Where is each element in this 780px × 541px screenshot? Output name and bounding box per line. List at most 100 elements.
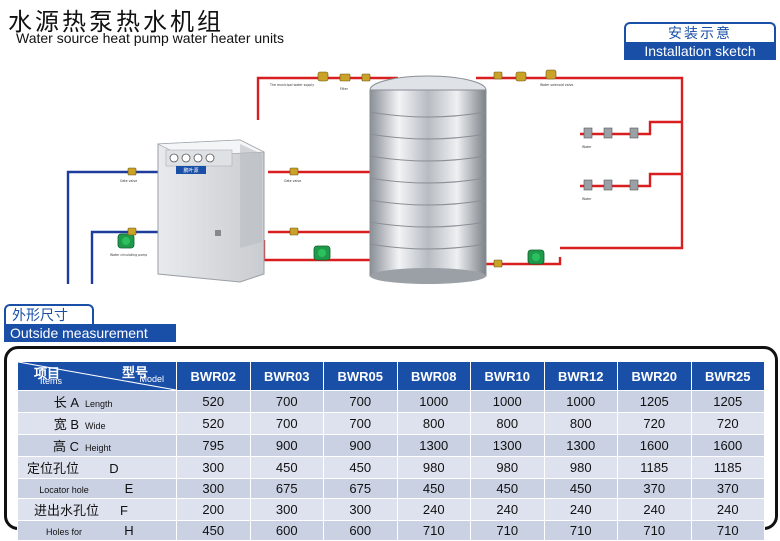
table-header-row: 项目 Items 型号 Model BWR02 BWR03 BWR05 BWR0… bbox=[17, 361, 765, 391]
table-cell: 1000 bbox=[543, 390, 618, 413]
header-model-zh: 型号 bbox=[121, 365, 148, 380]
table-cell: 1205 bbox=[617, 390, 692, 413]
installation-diagram: 鹏叶源 bbox=[66, 69, 684, 284]
table-cell: 710 bbox=[470, 520, 545, 541]
table-cell: 710 bbox=[396, 520, 471, 541]
label-filter-top: Filter bbox=[340, 87, 349, 91]
table-cell: 600 bbox=[323, 520, 398, 541]
header-model-bwr08: BWR08 bbox=[396, 361, 471, 391]
measurement-table: 项目 Items 型号 Model BWR02 BWR03 BWR05 BWR0… bbox=[17, 361, 765, 541]
label-water-upper: Water bbox=[582, 145, 592, 149]
faucets bbox=[583, 127, 639, 191]
unit-brand-label: 鹏叶源 bbox=[183, 167, 198, 174]
diagonal-divider bbox=[18, 362, 176, 390]
page-title-zh: 水源热泵热水机组 bbox=[8, 8, 224, 36]
header-items-zh: 项目 bbox=[34, 366, 61, 381]
table-cell: 800 bbox=[470, 412, 545, 435]
outside-measurement-zh: 外形尺寸 bbox=[4, 304, 94, 324]
header-model-bwr20: BWR20 bbox=[617, 361, 692, 391]
cold-water-pipes bbox=[66, 170, 158, 284]
table-cell: 720 bbox=[690, 412, 765, 435]
row-letter: F bbox=[120, 503, 128, 518]
table-cell: 710 bbox=[617, 520, 692, 541]
table-cell: 450 bbox=[396, 478, 471, 499]
table-cell: 450 bbox=[543, 478, 618, 499]
table-cell: 1600 bbox=[617, 434, 692, 457]
water-pump-left bbox=[117, 233, 135, 249]
table-cell: 675 bbox=[323, 478, 398, 499]
label-gate-valve-left: Gate valve bbox=[120, 179, 137, 183]
outside-measurement-tag: 外形尺寸 Outside measurement bbox=[4, 304, 176, 342]
measurement-table-frame: 项目 Items 型号 Model BWR02 BWR03 BWR05 BWR0… bbox=[4, 346, 778, 541]
label-water-lower: Water bbox=[582, 197, 592, 201]
water-pump-middle bbox=[313, 245, 331, 261]
table-cell: 200 bbox=[176, 498, 251, 521]
label-solenoid: Water solenoid valve bbox=[540, 83, 573, 87]
row-letter: H bbox=[124, 523, 134, 538]
table-cell: 300 bbox=[176, 478, 251, 499]
table-cell: 800 bbox=[396, 412, 471, 435]
table-cell: 1300 bbox=[543, 434, 618, 457]
heat-pump-unit: 鹏叶源 bbox=[156, 139, 266, 283]
header-model-bwr05: BWR05 bbox=[323, 361, 398, 391]
table-cell: 720 bbox=[617, 412, 692, 435]
table-cell: 1300 bbox=[470, 434, 545, 457]
table-cell: 240 bbox=[470, 498, 545, 521]
valves bbox=[127, 69, 557, 268]
row-group-label-zh: 进出水孔位 bbox=[33, 503, 99, 518]
table-cell: 700 bbox=[249, 412, 324, 435]
table-cell: 900 bbox=[249, 434, 324, 457]
table-cell: 900 bbox=[323, 434, 398, 457]
label-municipal-water: The municipal water supply bbox=[269, 83, 314, 87]
row-label-holes-h: Holes for H bbox=[17, 520, 177, 541]
table-cell: 1185 bbox=[617, 456, 692, 479]
table-cell: 700 bbox=[323, 412, 398, 435]
storage-tank bbox=[369, 75, 487, 284]
table-cell: 1185 bbox=[690, 456, 765, 479]
table-cell: 450 bbox=[176, 520, 251, 541]
row-label-en: Length bbox=[85, 399, 113, 409]
installation-sketch-zh: 安装示意 bbox=[624, 22, 776, 42]
table-cell: 980 bbox=[470, 456, 545, 479]
table-cell: 300 bbox=[249, 498, 324, 521]
label-gate-valve-mid: Gate valve bbox=[284, 179, 301, 183]
row-label-en: Wide bbox=[85, 421, 106, 431]
table-cell: 1600 bbox=[690, 434, 765, 457]
table-cell: 1000 bbox=[470, 390, 545, 413]
table-cell: 700 bbox=[323, 390, 398, 413]
header-model-en: Model bbox=[139, 374, 164, 384]
table-cell: 450 bbox=[249, 456, 324, 479]
table-cell: 675 bbox=[249, 478, 324, 499]
row-group-label-zh: 定位孔位 bbox=[26, 461, 79, 476]
table-cell: 300 bbox=[323, 498, 398, 521]
row-group-label-en: Holes for bbox=[45, 527, 82, 537]
table-cell: 1000 bbox=[396, 390, 471, 413]
table-cell: 1205 bbox=[690, 390, 765, 413]
row-group-label-en: Locator hole bbox=[39, 485, 89, 495]
installation-sketch-en: Installation sketch bbox=[624, 42, 776, 60]
table-cell: 240 bbox=[690, 498, 765, 521]
row-label-en: Height bbox=[85, 443, 112, 453]
table-cell: 450 bbox=[323, 456, 398, 479]
installation-sketch-tag: 安装示意 Installation sketch bbox=[624, 22, 776, 60]
table-cell: 240 bbox=[543, 498, 618, 521]
table-cell: 520 bbox=[176, 412, 251, 435]
table-cell: 600 bbox=[249, 520, 324, 541]
table-cell: 300 bbox=[176, 456, 251, 479]
table-cell: 370 bbox=[617, 478, 692, 499]
page-title-en: Water source heat pump water heater unit… bbox=[16, 30, 284, 46]
header-items-model: 项目 Items 型号 Model bbox=[17, 361, 177, 391]
label-pump-left: Water circulating pump bbox=[110, 253, 147, 257]
table-cell: 240 bbox=[396, 498, 471, 521]
table-cell: 370 bbox=[690, 478, 765, 499]
